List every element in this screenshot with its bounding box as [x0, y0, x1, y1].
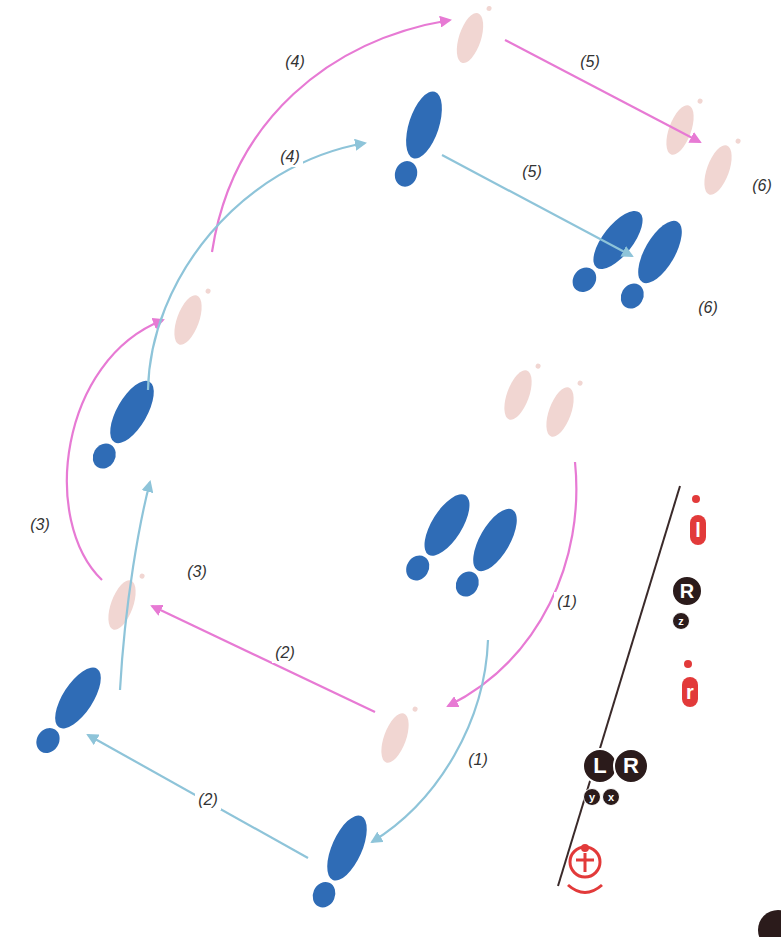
step-number: (1) — [554, 592, 580, 612]
foot-circle: R — [671, 575, 703, 607]
node-letter: x — [608, 792, 614, 803]
count-circle: y — [583, 788, 601, 806]
step-number: (2) — [195, 790, 221, 810]
node-letter: r — [686, 682, 694, 702]
step-number: (3) — [184, 562, 210, 582]
step-number: (3) — [27, 515, 53, 535]
step-number: (6) — [749, 176, 775, 196]
step-number: (4) — [282, 52, 308, 72]
step-number: (1) — [465, 750, 491, 770]
inset-notation — [558, 486, 781, 937]
step-number: (5) — [519, 162, 545, 182]
step-number: (6) — [695, 298, 721, 318]
blue-footprints — [30, 87, 690, 913]
step-marker-pill: r — [682, 677, 698, 707]
pink-step-arrows — [67, 20, 700, 712]
count-circle: x — [602, 788, 620, 806]
node-letter: z — [678, 616, 684, 627]
pink-footprints — [103, 0, 742, 766]
foot-circle: R — [613, 748, 649, 784]
step-number: (2) — [272, 643, 298, 663]
count-circle: z — [672, 612, 690, 630]
step-number: (5) — [577, 52, 603, 72]
node-letter: R — [623, 755, 639, 777]
node-letter: y — [589, 792, 595, 803]
node-letter: L — [593, 755, 606, 777]
step-number: (4) — [277, 147, 303, 167]
step-marker-pill: l — [690, 515, 706, 545]
node-letter: R — [680, 581, 694, 601]
node-letter: l — [695, 520, 701, 540]
blue-step-arrows — [88, 143, 632, 858]
